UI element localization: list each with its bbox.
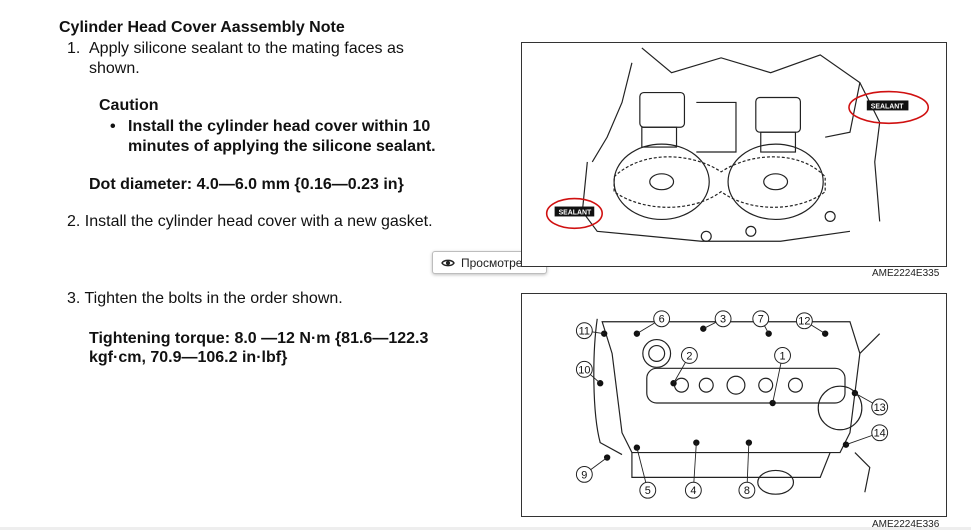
bolt-callout-circle-13 [871, 398, 889, 416]
bolt-callout-12: 12 [798, 316, 810, 328]
bolt-callout-circle-11 [575, 322, 593, 340]
sealant-diagram-drawing: SEALANT SEALANT [545, 47, 930, 242]
page-title: Cylinder Head Cover Aassembly Note [59, 19, 345, 36]
bottom-divider [0, 527, 971, 530]
bolt-callout-8: 8 [744, 485, 750, 497]
bolt-callout-3: 3 [720, 314, 726, 326]
tightening-torque-spec: Tightening torque: 8.0 —12 N·m {81.6—122… [89, 330, 429, 366]
bolt-12 [822, 330, 829, 337]
dot-diameter-spec: Dot diameter: 4.0—6.0 mm {0.16—0.23 in} [89, 176, 404, 193]
bolt-11 [600, 330, 608, 337]
bolt-callout-circle-7 [752, 310, 770, 328]
bullet-dot: • [110, 118, 116, 135]
bolt-callout-circle-3 [714, 310, 732, 328]
step-2: 2. Install the cylinder head cover with … [67, 213, 433, 231]
sealant-diagram: SEALANT SEALANT [521, 42, 947, 267]
step-2-text: Install the cylinder head cover with a n… [84, 213, 433, 230]
bolt-callout-1: 1 [780, 350, 786, 362]
bolt-callout-13: 13 [874, 402, 886, 414]
bolt-callout-14: 14 [874, 428, 886, 440]
step-1-number: 1. [67, 40, 81, 57]
bolt-callout-circle-14 [871, 424, 889, 442]
sealant-label-top: SEALANT [871, 103, 904, 110]
bolt-callout-circle-10 [575, 360, 593, 378]
bolt-callout-circle-8 [738, 481, 756, 499]
bolt-4 [693, 439, 700, 446]
bolt-callout-2: 2 [686, 350, 692, 362]
figure-1-caption: AME2224E335 [872, 268, 940, 279]
step-1: 1. Apply silicone sealant to the mating … [67, 39, 457, 79]
bolt-callout-circle-1 [774, 347, 791, 364]
step-3: 3. Tighten the bolts in the order shown. [67, 290, 343, 308]
bolt-callout-5: 5 [645, 485, 651, 497]
bolt-callout-10: 10 [578, 364, 590, 376]
bolt-callout-9: 9 [581, 469, 587, 481]
bolt-callout-circle-9 [575, 465, 593, 483]
bolt-callout-circle-5 [639, 481, 657, 499]
caution-text: Install the cylinder head cover within 1… [128, 118, 436, 155]
step-3-number: 3. [67, 290, 81, 307]
bolt-callout-7: 7 [758, 314, 764, 326]
bolt-callout-4: 4 [690, 485, 696, 497]
caution-bullet: • Install the cylinder head cover within… [110, 117, 480, 157]
sealant-marker-bottom: SEALANT [545, 197, 603, 230]
bolt-callout-11: 11 [579, 326, 590, 338]
bolt-1 [769, 399, 776, 407]
eye-icon [441, 259, 455, 266]
step-1-text: Apply silicone sealant to the mating fac… [89, 40, 404, 77]
sealant-label-bottom: SEALANT [559, 209, 592, 216]
view-button-label: Просмотреть [461, 255, 534, 270]
step-2-number: 2. [67, 213, 81, 230]
view-image-button[interactable]: Просмотреть [432, 251, 547, 274]
bolt-callout-circle-4 [684, 481, 702, 499]
bolt-callout-6: 6 [659, 314, 665, 326]
figure-2-caption: AME2224E336 [872, 519, 940, 530]
sealant-marker-top: SEALANT [848, 90, 930, 125]
bolt-callout-circle-6 [653, 310, 671, 328]
step-3-text: Tighten the bolts in the order shown. [84, 290, 343, 307]
bolt-dots [597, 325, 859, 461]
bolt-5 [633, 444, 641, 451]
bolt-callout-circle-2 [680, 347, 698, 364]
caution-heading: Caution [99, 97, 159, 114]
bolt-8 [745, 439, 753, 446]
bolt-callout-circle-12 [795, 312, 813, 330]
